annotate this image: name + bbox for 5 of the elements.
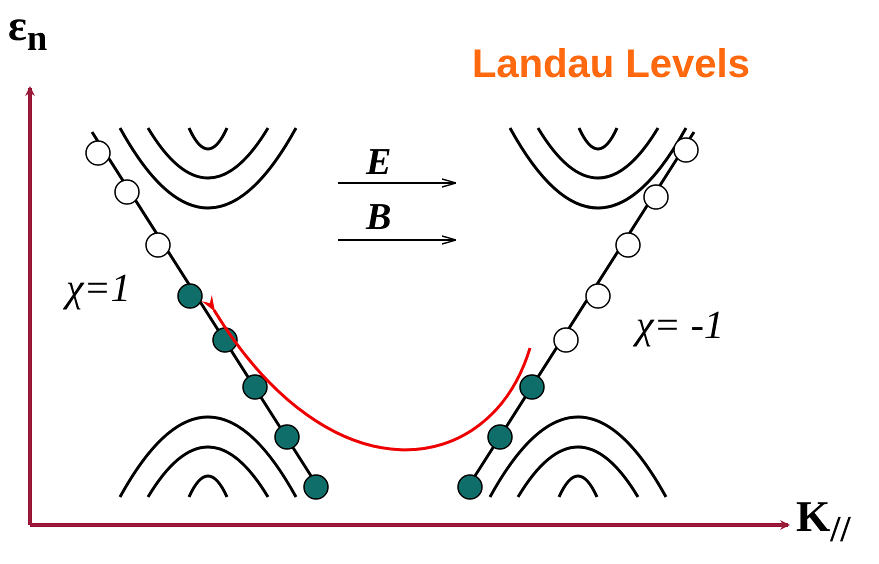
title-text: Landau Levels [472,44,750,84]
axis-label: ε$_{n}$ [8,4,48,56]
field-label: B [366,198,392,236]
field-label: E [366,143,392,181]
axis-label: K$_{//}$ [796,495,851,548]
